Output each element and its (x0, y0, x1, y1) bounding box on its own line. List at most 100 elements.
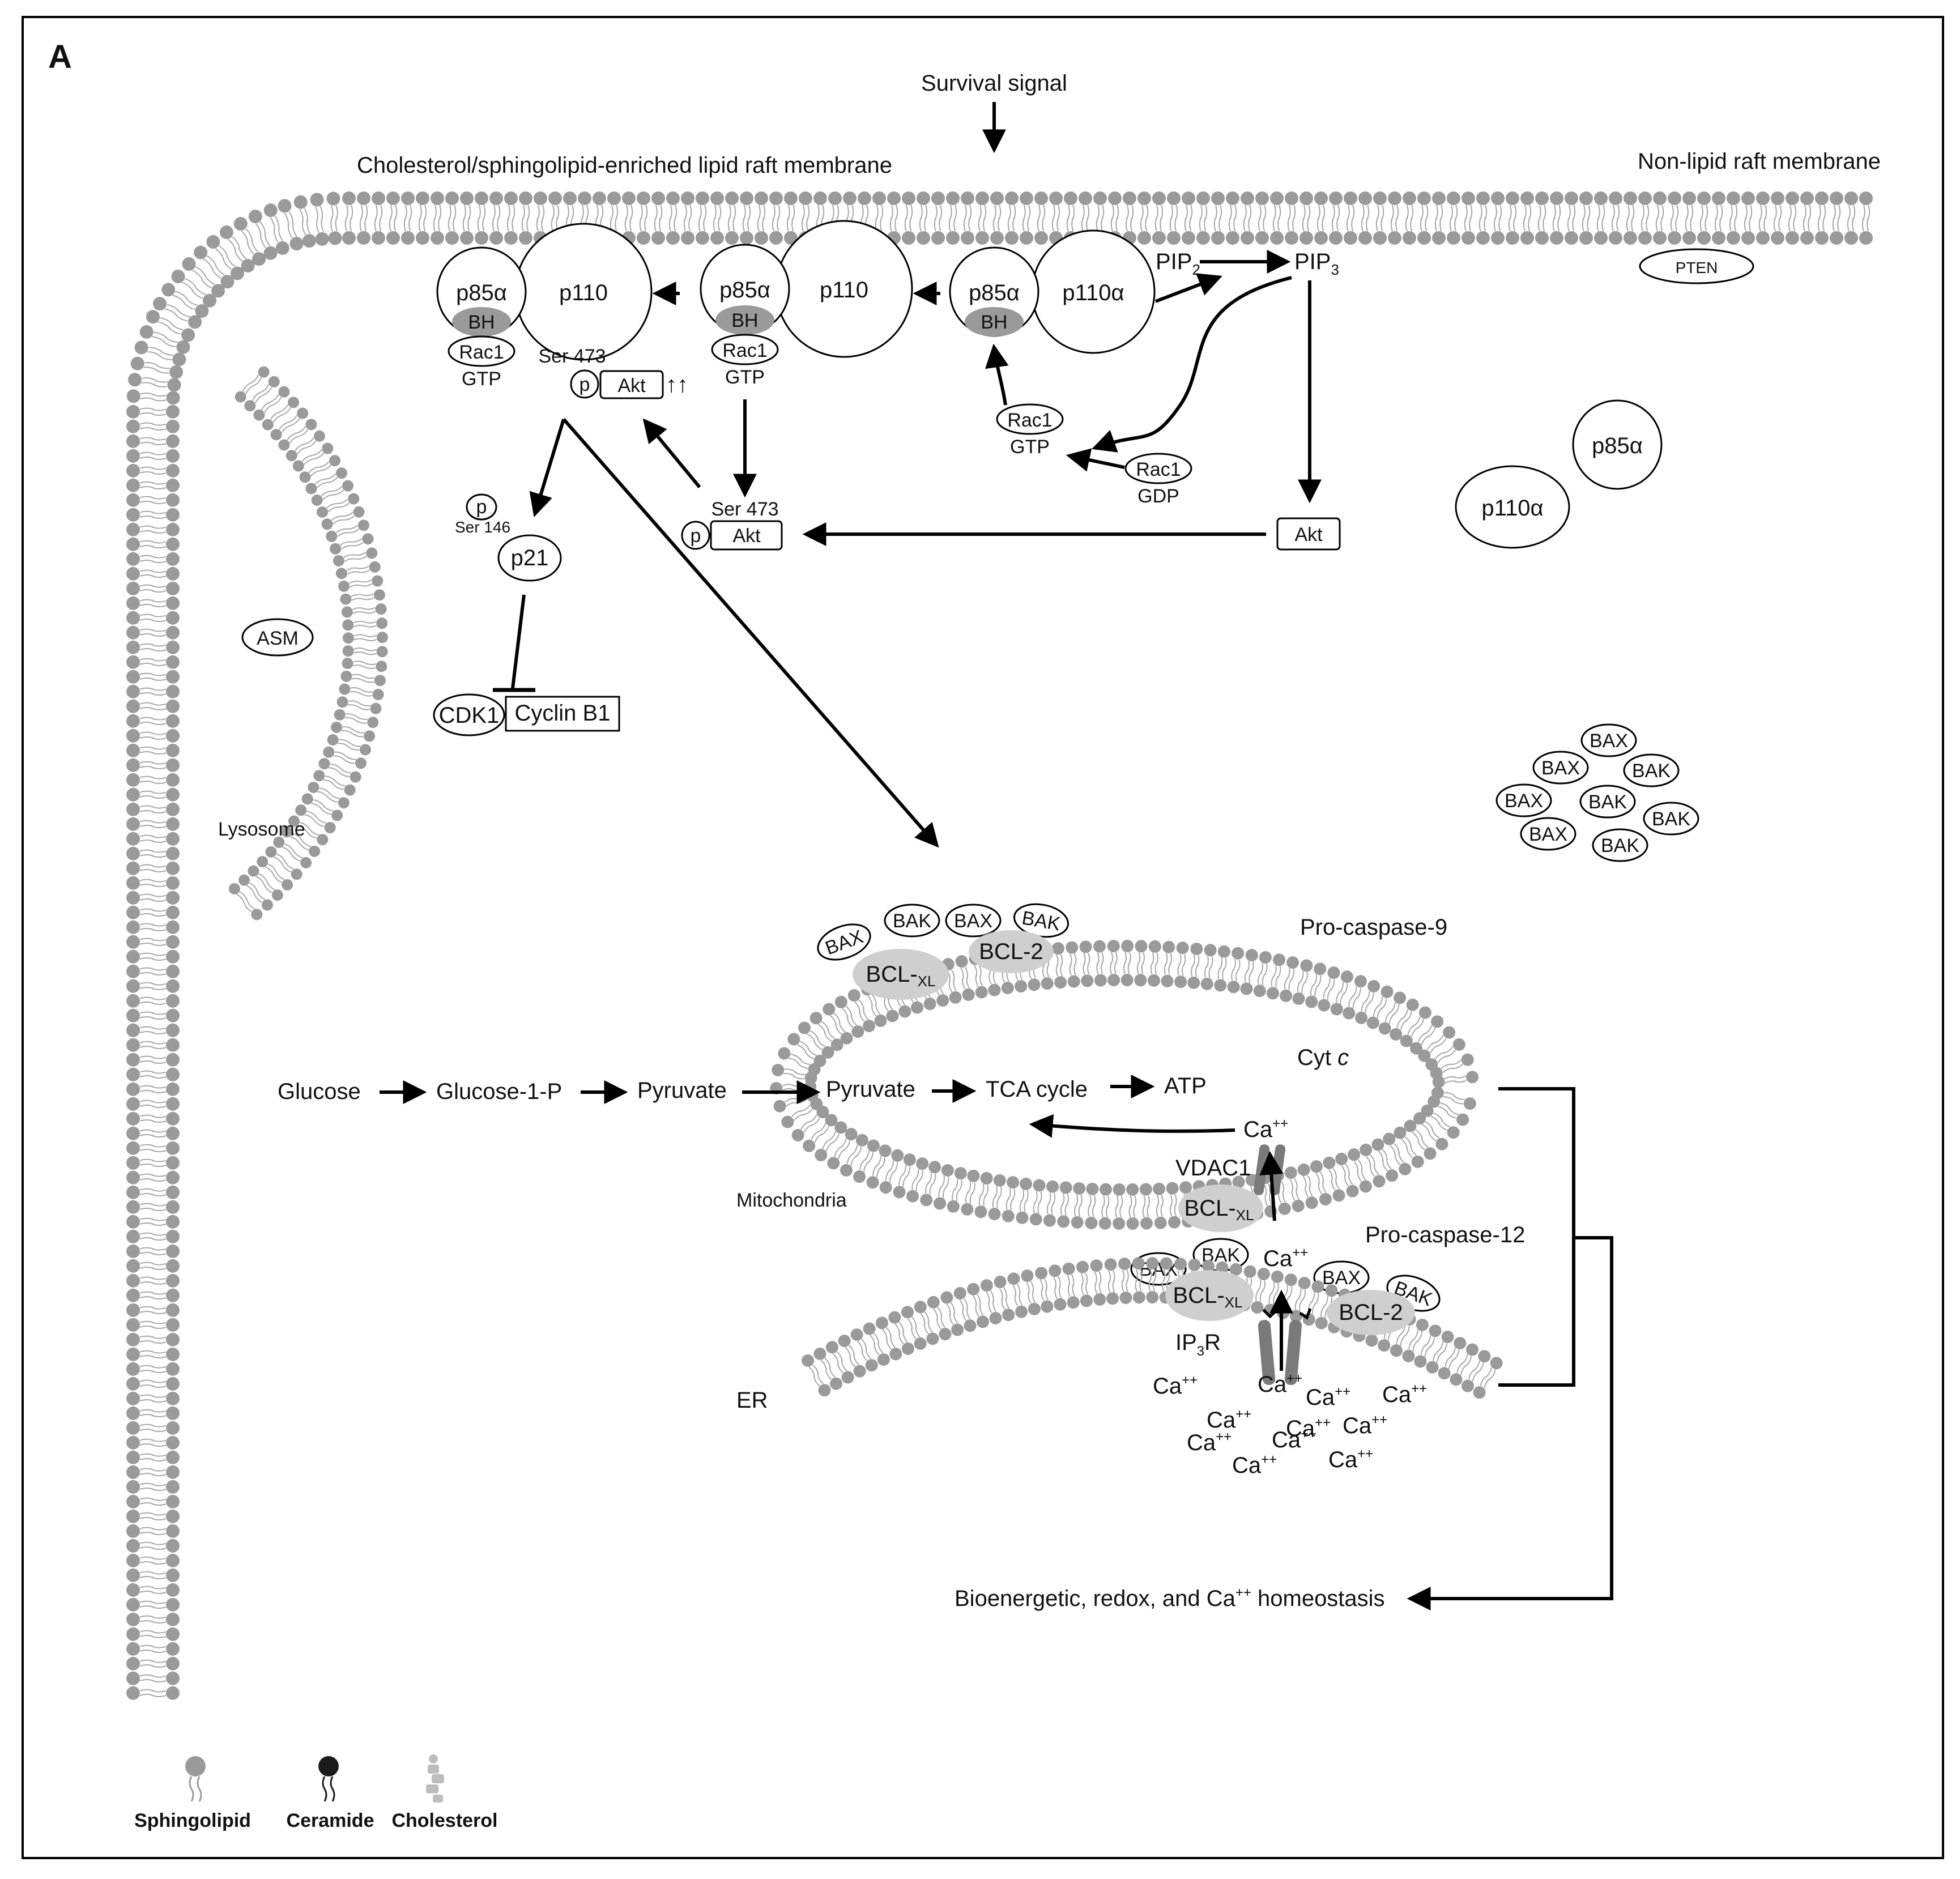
arrow-akt-to-p21 (529, 419, 565, 518)
p85a-label: p85α (969, 280, 1020, 305)
ser146-label: Ser 146 (455, 518, 510, 536)
phospho-node (570, 369, 599, 399)
ip3r-label: IP3R (1175, 1330, 1221, 1359)
procasp12-label: Pro-caspase-12 (1365, 1222, 1525, 1247)
rac1-node (448, 335, 515, 367)
bax-label: BAX (954, 910, 992, 932)
rac1-gtp-node (996, 403, 1064, 435)
asm-label: ASM (257, 628, 299, 649)
ceramide-icon (318, 1756, 339, 1776)
cholesterol-icon (426, 1754, 444, 1803)
ca-ion-label: Ca++ (1343, 1412, 1387, 1438)
cytc-label: Cyt c (1297, 1045, 1349, 1070)
ca-ion-label: Ca++ (1153, 1373, 1198, 1399)
bh-label: BH (981, 312, 1007, 333)
bax-node: BAX (817, 923, 871, 961)
p110a-free-node (1455, 465, 1570, 549)
ca-ion-label: Ca++ (1207, 1407, 1251, 1433)
bax-node: BAX (1520, 817, 1576, 851)
bak-node: BAK (1013, 903, 1070, 938)
bh-domain (715, 305, 774, 335)
cdk1-node (433, 693, 505, 736)
bax-node: BAX (945, 904, 1002, 938)
pyruvate-label: Pyruvate (637, 1078, 727, 1103)
p85a-label: p85α (1592, 433, 1643, 458)
pi3k-complex-raft: p85α p110 BH Rac1 GTP (436, 223, 653, 390)
ca-ion-label: Ca++ (1258, 1371, 1302, 1397)
bcl-xl-mito (853, 949, 949, 1000)
ip3r-channel (1258, 1308, 1312, 1385)
bak-node: BAK (884, 904, 940, 938)
bak-label: BAK (1652, 808, 1690, 830)
p110a-label: p110α (1481, 496, 1543, 521)
er-calcium-store: Ca++Ca++Ca++Ca++Ca++Ca++Ca++Ca++Ca++Ca++… (1153, 1371, 1427, 1478)
bax-label: BAX (1541, 757, 1580, 779)
arrow-akt-to-mitochondria (562, 418, 939, 848)
gdp-label: GDP (1137, 485, 1179, 507)
akt-box-middle (710, 520, 783, 551)
survival-signal-label: Survival signal (921, 71, 1067, 96)
ca-ion-label: Ca++ (1187, 1429, 1232, 1455)
akt-up-arrows: ↑↑ (666, 372, 688, 397)
arrow-vdac-ca-up (1259, 1151, 1284, 1221)
bh-domain (452, 307, 511, 336)
bak-node: BAK (1643, 802, 1699, 836)
pip3-label: PIP3 (1294, 249, 1339, 278)
pten-node (1639, 248, 1754, 284)
asm-node (241, 618, 314, 657)
arrow-pakt-to-raft (642, 418, 701, 488)
gtp-label: GTP (1010, 436, 1050, 458)
bax-label: BAX (1590, 730, 1628, 752)
phospho-label: p (691, 525, 701, 547)
rac1-label: Rac1 (1007, 410, 1052, 431)
akt-box (599, 370, 664, 399)
arrow-gdp-to-gtp (1066, 448, 1125, 472)
bcl2-mito (969, 930, 1054, 973)
membrane-layer (126, 191, 1873, 1700)
p85a-label: p85α (456, 280, 507, 305)
bcl2-label: BCL-2 (1339, 1300, 1403, 1325)
procasp9-label: Pro-caspase-9 (1300, 915, 1447, 940)
pip2-label: PIP2 (1156, 249, 1200, 278)
rac1-label: Rac1 (1136, 459, 1181, 480)
bak-node: BAK (1579, 785, 1636, 819)
ca-ion-label: Ca++ (1328, 1446, 1373, 1472)
bak-label: BAK (1601, 835, 1639, 857)
glucose-label: Glucose (278, 1079, 361, 1104)
figure-frame (22, 16, 1944, 1859)
glucose-1-p-label: Glucose-1-P (436, 1079, 562, 1104)
p21-label: p21 (511, 546, 549, 570)
homeostasis-label: Bioenergetic, redox, and Ca++ homeostasi… (955, 1585, 1385, 1611)
cdk1-label: CDK1 (439, 703, 500, 728)
legend-sphingolipid: Sphingolipid (134, 1810, 251, 1831)
legend-cholesterol: Cholesterol (391, 1810, 497, 1831)
panel-label: A (48, 39, 72, 75)
pten-label: PTEN (1676, 259, 1718, 276)
gtp-label: GTP (462, 368, 501, 390)
bcl-xl-vdac (1178, 1185, 1263, 1232)
arrow-p110a-to-pip2 (1154, 273, 1222, 303)
bak-node: BAK (1386, 1275, 1441, 1312)
mitochondria-label: Mitochondria (736, 1190, 847, 1211)
bax-node: BAX (1130, 1252, 1187, 1286)
bax-node: BAX (1495, 783, 1552, 817)
ca-ion-label: Ca++ (1382, 1381, 1427, 1407)
p85a-label: p85α (719, 278, 770, 302)
atp-label: ATP (1164, 1073, 1207, 1098)
akt-label: Akt (1294, 524, 1323, 546)
bcl-xl-er (1165, 1270, 1254, 1321)
sphingolipid-icon (185, 1756, 206, 1776)
rac1-node (711, 334, 779, 365)
arrow-rac1-to-bh (985, 343, 1009, 406)
bak-node: BAK (1592, 828, 1648, 862)
pi3k-complex-middle: p85α p110 BH Rac1 GTP (700, 220, 913, 388)
bh-label: BH (468, 312, 495, 333)
cyclin-b1-box (505, 696, 620, 732)
ca-ion-label: Ca++ (1306, 1384, 1350, 1410)
bax-node: BAX (1580, 723, 1637, 757)
bak-label: BAK (1632, 760, 1671, 782)
bak-node: BAK (1623, 753, 1680, 787)
bax-node: BAX (1532, 751, 1589, 785)
